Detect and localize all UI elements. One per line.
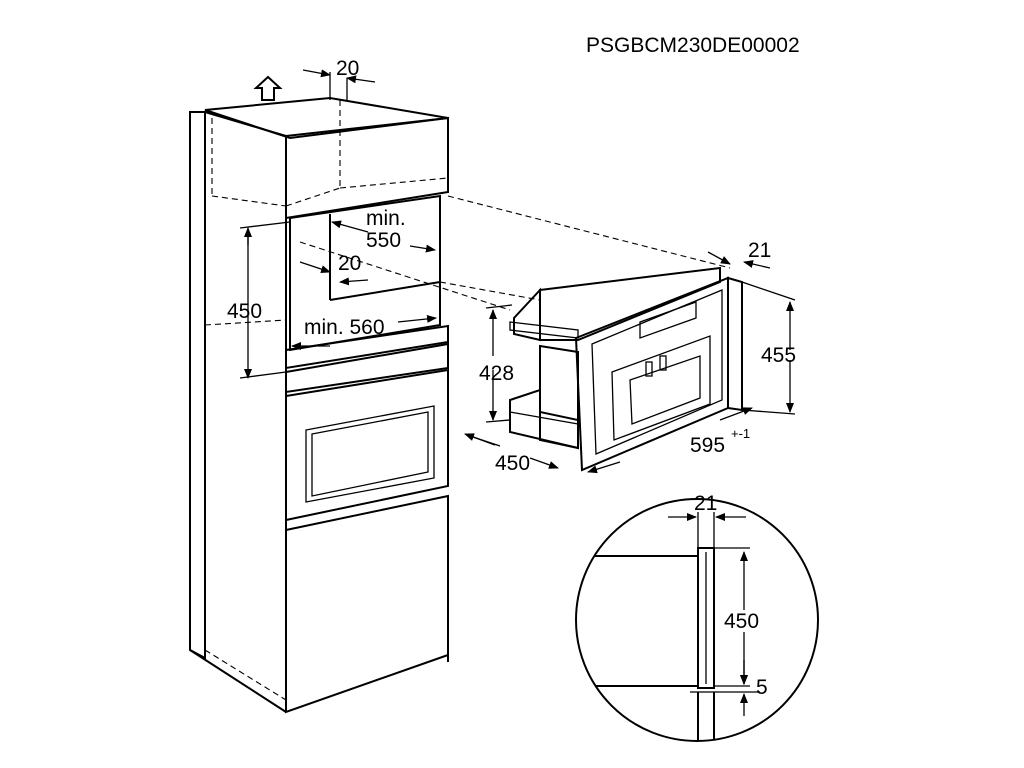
front-height-label: 455 — [761, 344, 796, 367]
up-arrow-icon — [253, 75, 283, 101]
niche-depth-label-value: 550 — [366, 229, 401, 252]
unit-width-label: 595 — [690, 434, 725, 457]
body-height-label: 428 — [479, 362, 514, 385]
detail-frame-label: 21 — [694, 492, 717, 515]
detail-bottom-label: 5 — [756, 676, 768, 699]
frame-depth-label: 21 — [748, 239, 771, 262]
appliance-dimensions — [464, 251, 796, 474]
unit-width-tolerance: +-1 — [731, 426, 750, 441]
detail-height-label: 450 — [724, 610, 759, 633]
unit-depth-label: 450 — [495, 452, 530, 475]
detail-view — [575, 498, 819, 742]
niche-width-label: min. 560 — [304, 316, 385, 339]
inner-gap-label: 20 — [338, 252, 361, 275]
cabinet-dimensions — [239, 69, 437, 379]
diagram-code: PSGBCM230DE00002 — [586, 34, 800, 57]
niche-depth-label-min: min. — [366, 207, 406, 230]
top-gap-label: 20 — [336, 57, 359, 80]
cabinet — [189, 96, 731, 714]
niche-height-label: 450 — [227, 300, 262, 323]
